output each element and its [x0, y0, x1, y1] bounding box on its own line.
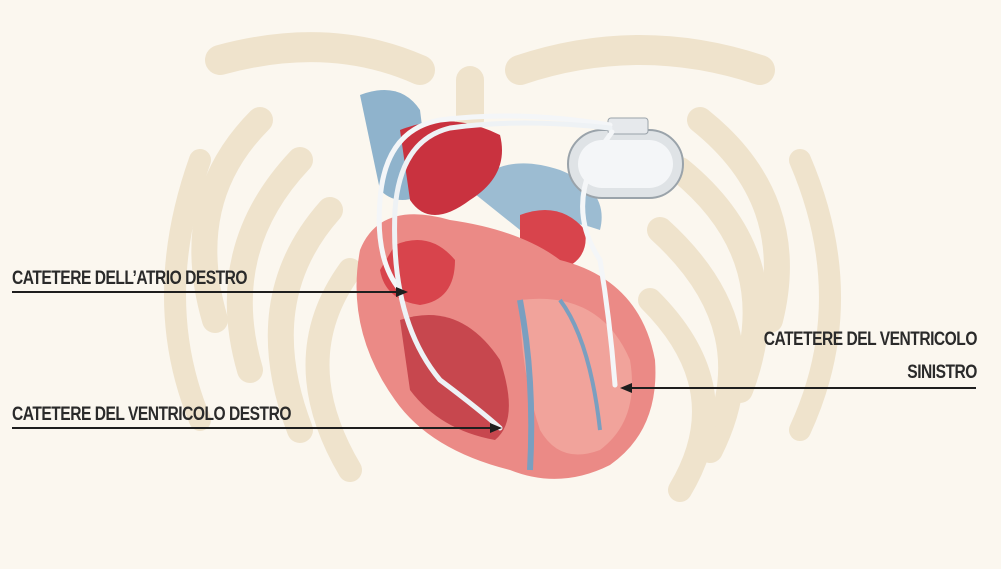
label-right-ventricle-lead: CATETERE DEL VENTRICOLO DESTRO	[12, 404, 291, 426]
label-left-ventricle-lead-line2: SINISTRO	[907, 362, 977, 384]
label-right-atrium-lead: CATETERE DELL’ATRIO DESTRO	[12, 268, 247, 290]
label-left-ventricle-lead-line1: CATETERE DEL VENTRICOLO	[764, 329, 977, 351]
